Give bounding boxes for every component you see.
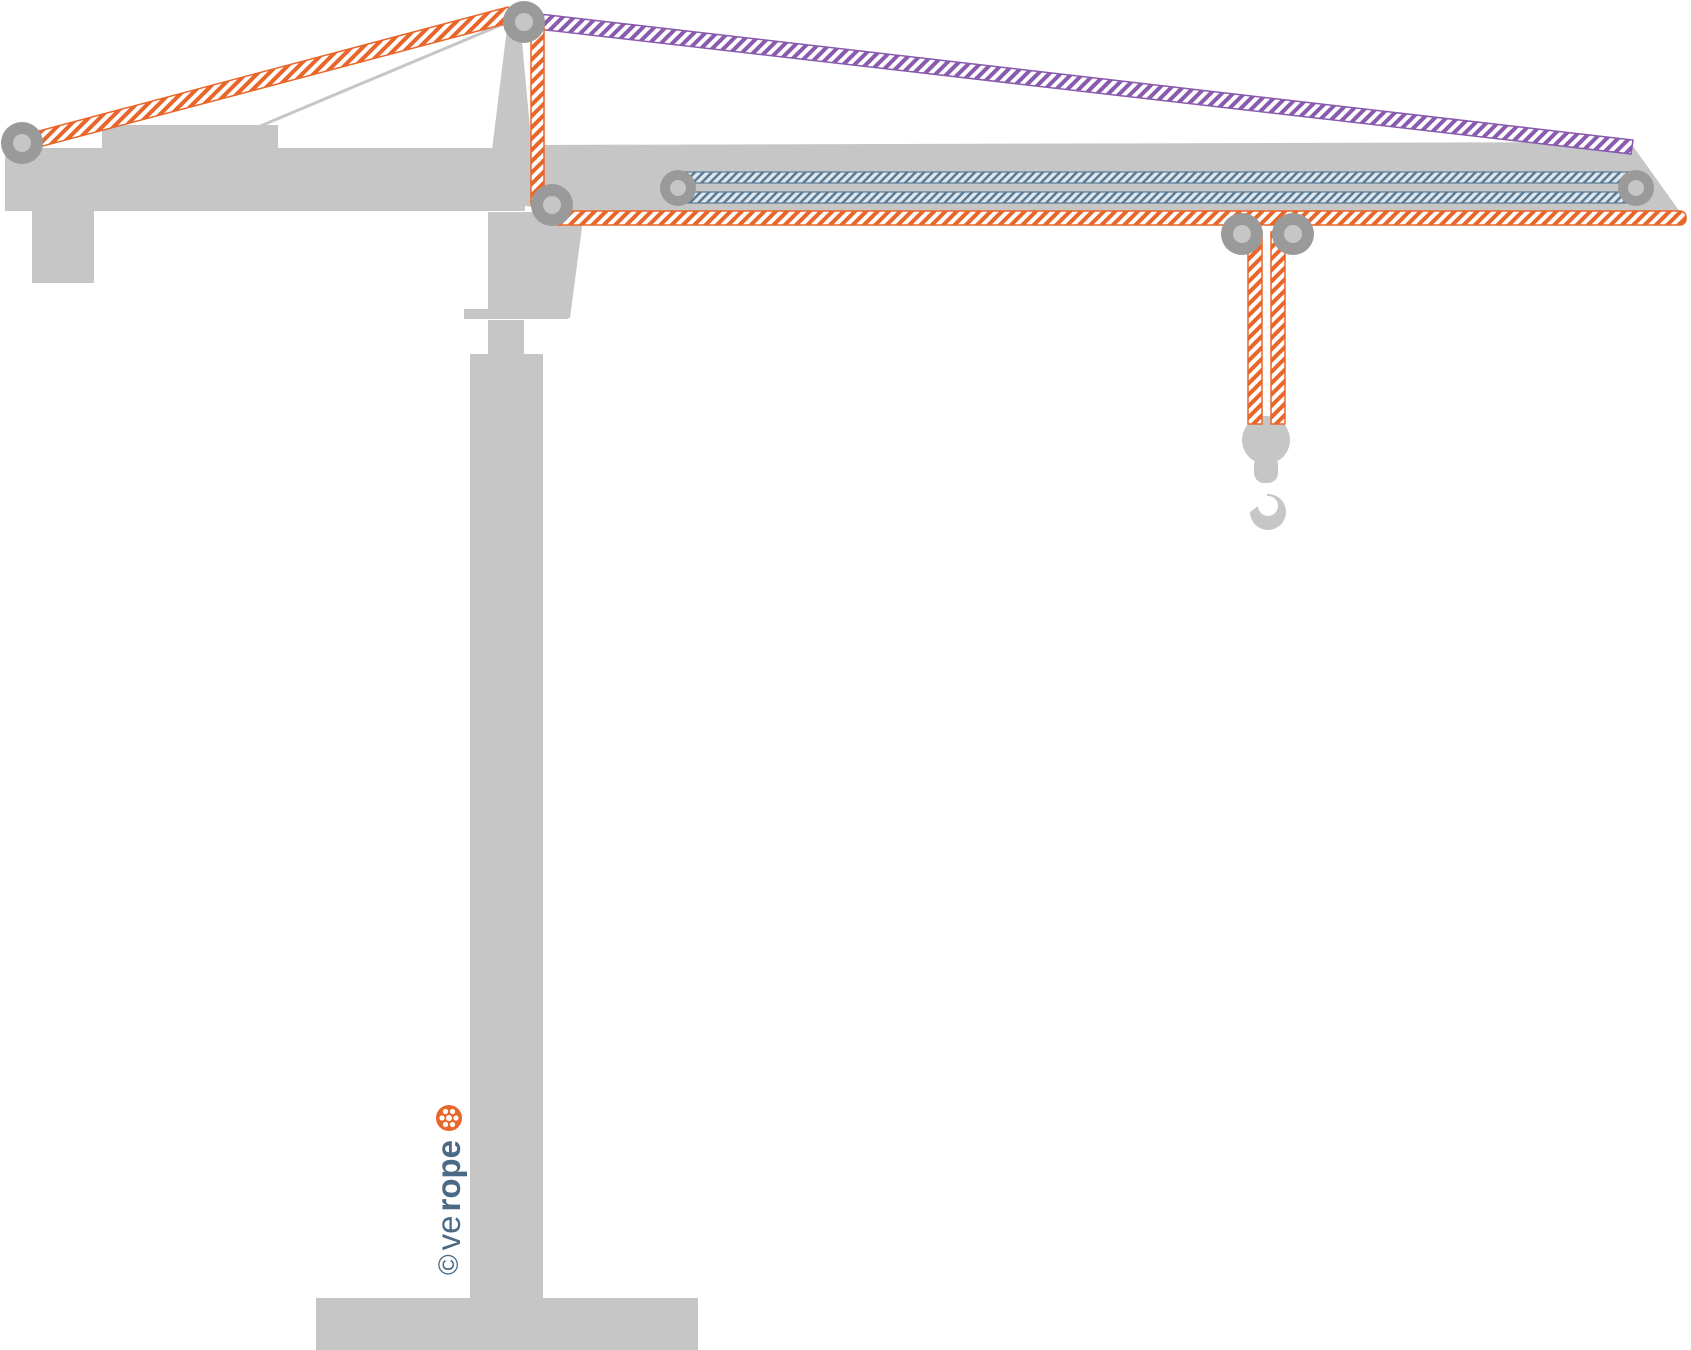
winch-machinery bbox=[102, 125, 278, 150]
sheave-trolley-left bbox=[1221, 213, 1263, 255]
sheave-counter-jib bbox=[1, 122, 43, 164]
counter-jib-pendant bbox=[257, 20, 509, 129]
hoist-rope-fall-right bbox=[1270, 231, 1286, 425]
operator-cab bbox=[488, 212, 584, 318]
hoist-rope-head bbox=[530, 23, 545, 205]
sheave-jib-root bbox=[531, 184, 573, 226]
trolley-rope-lower bbox=[677, 191, 1639, 204]
hoist-rope-jib bbox=[551, 210, 1687, 226]
brand-prefix: ve bbox=[430, 1215, 467, 1251]
sheave-peak bbox=[503, 1, 545, 43]
slewing-ring bbox=[488, 320, 524, 358]
sheaves bbox=[1, 1, 1654, 255]
hoist-rope-fall-left bbox=[1247, 231, 1263, 425]
sheave-trolley-inner bbox=[660, 170, 696, 206]
tower-mast bbox=[470, 354, 543, 1300]
tower-head bbox=[492, 20, 532, 150]
luffing-rope bbox=[519, 11, 1634, 155]
counterweight bbox=[32, 210, 94, 283]
rope-cross-section-icon bbox=[436, 1104, 462, 1131]
counter-jib bbox=[5, 148, 525, 211]
sheave-trolley-outer bbox=[1618, 170, 1654, 206]
hook-block-neck bbox=[1254, 455, 1278, 483]
brand-suffix: rope bbox=[430, 1139, 467, 1212]
crane-base bbox=[316, 1298, 698, 1350]
copyright-symbol: © bbox=[433, 1254, 464, 1275]
hook-block bbox=[1242, 416, 1290, 464]
trolley-rope-upper bbox=[677, 171, 1639, 184]
hook bbox=[1250, 482, 1286, 530]
sheave-trolley-right bbox=[1272, 213, 1314, 255]
